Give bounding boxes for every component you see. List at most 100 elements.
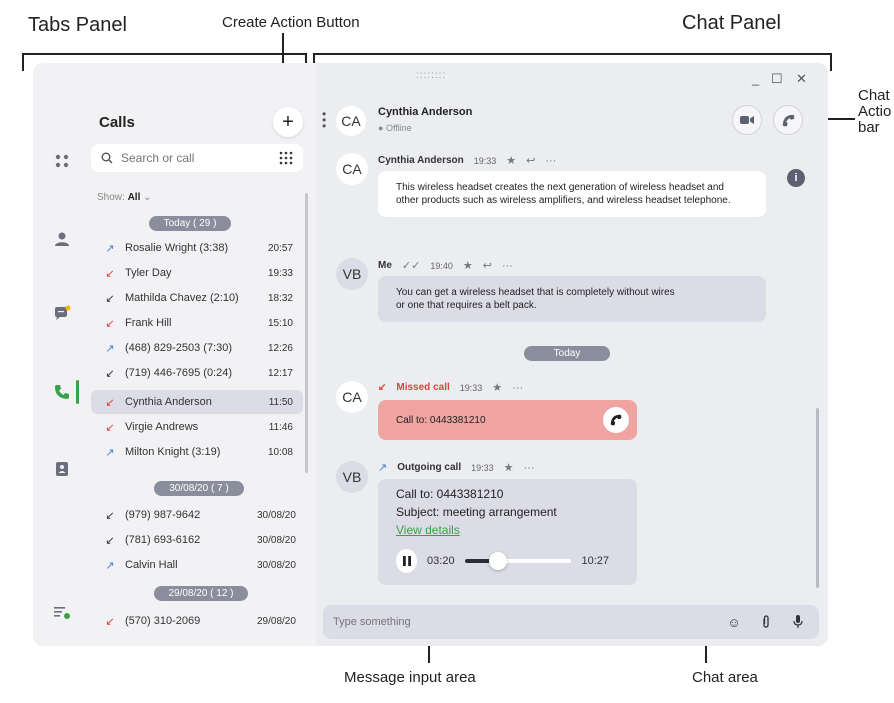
incoming-call-icon: ↙ <box>105 367 115 380</box>
close-button[interactable]: ✕ <box>796 71 807 86</box>
pause-icon <box>402 556 411 566</box>
apps-grid-icon[interactable] <box>51 150 73 172</box>
audio-player: 03:20 10:27 <box>396 549 619 573</box>
star-icon[interactable]: ★ <box>503 462 514 474</box>
annotation-chat-panel: Chat Panel <box>682 12 781 34</box>
message-meta: ↗ Outgoing call 19:33 ★ ··· <box>378 461 535 475</box>
video-camera-icon <box>740 116 754 124</box>
calls-scrollbar[interactable] <box>305 193 308 473</box>
action-bar-pointer <box>818 118 855 120</box>
star-icon[interactable]: ★ <box>506 155 517 167</box>
search-bar <box>91 144 303 172</box>
annotation-tabs-panel: Tabs Panel <box>28 14 127 36</box>
presence-status-icon[interactable] <box>51 601 73 623</box>
microphone-icon[interactable] <box>787 611 809 633</box>
chevron-down-icon: ⌄ <box>143 192 152 203</box>
outgoing-call-icon: ↗ <box>105 242 115 255</box>
date-group-header: Today ( 29 ) <box>149 216 231 231</box>
missed-call-icon: ↙ <box>105 317 115 330</box>
annotation-create-action-button: Create Action Button <box>222 14 360 31</box>
chat-panel: :::::::: _ ☐ ✕ ••• CA Cynthia Anderson ●… <box>316 63 828 646</box>
call-back-button[interactable] <box>603 407 629 433</box>
avatar[interactable]: VB <box>336 461 368 493</box>
incoming-call-icon: ↙ <box>105 534 115 547</box>
message-input[interactable] <box>333 616 713 628</box>
star-icon[interactable]: ★ <box>462 260 473 272</box>
star-icon[interactable]: ★ <box>492 382 503 394</box>
view-details-link[interactable]: View details <box>396 523 460 537</box>
playback-knob[interactable] <box>488 552 507 570</box>
call-row[interactable]: ↙(719) 446-7695 (0:24)12:17 <box>91 361 303 385</box>
info-icon[interactable]: i <box>787 169 805 187</box>
drag-handle[interactable]: :::::::: <box>416 70 447 81</box>
message-meta: Cynthia Anderson 19:33 ★ ↩ ··· <box>378 154 557 168</box>
dialpad-icon[interactable] <box>279 151 293 165</box>
more-icon[interactable]: ··· <box>501 259 513 272</box>
elapsed-time: 03:20 <box>427 555 455 567</box>
contact-status: ● Offline <box>378 123 412 133</box>
call-row[interactable]: ↙Mathilda Chavez (2:10)18:32 <box>91 286 303 310</box>
missed-call-icon: ↙ <box>378 382 387 393</box>
avatar[interactable]: CA <box>336 381 368 413</box>
phone-icon <box>610 414 622 426</box>
message-bubble: You can get a wireless headset that is c… <box>378 276 766 322</box>
message-meta: ↙ Missed call 19:33 ★ ··· <box>378 381 524 395</box>
search-input[interactable] <box>121 151 261 165</box>
calls-panel: Calls + Show: All ⌄ Today ( 29 ) ↗Rosali… <box>91 63 309 646</box>
minimize-button[interactable]: _ <box>752 71 760 86</box>
more-vertical-icon[interactable]: ••• <box>322 107 327 133</box>
pause-button[interactable] <box>396 549 418 573</box>
avatar[interactable]: CA <box>336 106 366 136</box>
annotation-chat-area: Chat area <box>692 669 758 686</box>
reply-icon[interactable]: ↩ <box>482 260 492 272</box>
phone-icon[interactable] <box>51 381 73 403</box>
message-bubble: This wireless headset creates the next g… <box>378 171 766 217</box>
call-row[interactable]: ↗Rosalie Wright (3:38)20:57 <box>91 236 303 260</box>
more-icon[interactable]: ··· <box>512 381 524 394</box>
chat-scrollbar[interactable] <box>816 408 819 588</box>
search-icon <box>101 152 113 164</box>
create-action-button[interactable]: + <box>273 107 303 137</box>
phone-icon <box>782 114 794 126</box>
playback-slider[interactable] <box>464 552 572 570</box>
chat-bubble-icon[interactable] <box>51 303 73 325</box>
annotation-chat-action-bar: Chat Actio bar <box>858 87 892 136</box>
attachment-icon[interactable] <box>755 611 777 633</box>
outgoing-call-icon: ↗ <box>105 342 115 355</box>
message-meta: Me ✓✓ 19:40 ★ ↩ ··· <box>378 259 513 273</box>
emoji-icon[interactable]: ☺ <box>727 614 741 630</box>
playback-fill <box>464 559 498 563</box>
active-tab-indicator <box>76 380 79 404</box>
more-icon[interactable]: ··· <box>545 154 557 167</box>
contact-person-icon[interactable] <box>51 228 73 250</box>
call-row[interactable]: ↗Milton Knight (3:19)10:08 <box>91 440 303 464</box>
nav-rail <box>33 63 91 646</box>
annotation-message-input-area: Message input area <box>344 669 476 686</box>
show-filter[interactable]: Show: All ⌄ <box>97 192 152 203</box>
status-dot-icon: ● <box>378 123 384 133</box>
avatar[interactable]: VB <box>336 258 368 290</box>
message-input-area: ☺ <box>323 605 819 639</box>
app-window: Calls + Show: All ⌄ Today ( 29 ) ↗Rosali… <box>33 63 828 646</box>
video-call-button[interactable] <box>732 105 762 135</box>
more-icon[interactable]: ··· <box>523 461 535 474</box>
address-book-icon[interactable] <box>51 458 73 480</box>
maximize-button[interactable]: ☐ <box>771 71 783 86</box>
call-row[interactable]: ↗(468) 829-2503 (7:30)12:26 <box>91 336 303 360</box>
missed-call-icon: ↙ <box>105 396 115 409</box>
contact-name: Cynthia Anderson <box>378 106 473 118</box>
reply-icon[interactable]: ↩ <box>526 155 536 167</box>
page-title: Calls <box>99 114 135 131</box>
day-separator: Today <box>524 346 610 361</box>
voice-call-button[interactable] <box>773 105 803 135</box>
date-group-header: 30/08/20 ( 7 ) <box>154 481 244 496</box>
avatar[interactable]: CA <box>336 153 368 185</box>
